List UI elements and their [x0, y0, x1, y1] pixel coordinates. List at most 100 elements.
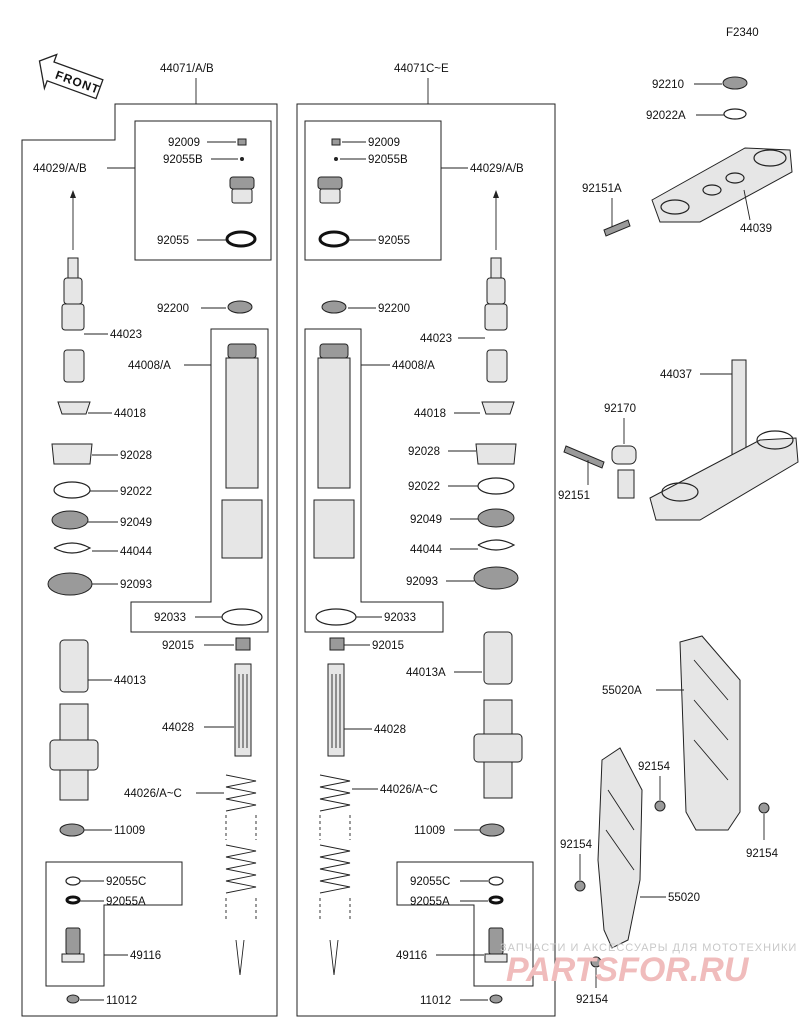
fork-guard-55020 [597, 747, 643, 949]
outer-tube-44013a-right [473, 631, 523, 799]
bolt-92154-1 [654, 800, 666, 812]
label-44037[interactable]: 44037 [660, 369, 692, 381]
label-49116-left[interactable]: 49116 [130, 950, 161, 962]
label-92055-left[interactable]: 92055 [157, 235, 189, 247]
label-92210[interactable]: 92210 [652, 79, 684, 91]
base-valve-49116-right [484, 927, 508, 963]
label-11012-right[interactable]: 11012 [420, 995, 451, 1007]
label-92022-right[interactable]: 92022 [408, 481, 440, 493]
label-92055a-right[interactable]: 92055A [410, 896, 450, 908]
label-44071-ce[interactable]: 44071C~E [394, 63, 449, 75]
label-92200-right[interactable]: 92200 [378, 303, 410, 315]
oil-seal-92049-left [51, 510, 89, 530]
label-11009-left[interactable]: 11009 [114, 825, 145, 837]
label-92015-left[interactable]: 92015 [162, 640, 194, 652]
label-44023-right[interactable]: 44023 [420, 333, 452, 345]
diagram-code: F2340 [726, 27, 759, 39]
label-92028-right[interactable]: 92028 [408, 446, 440, 458]
label-92049-left[interactable]: 92049 [120, 517, 152, 529]
label-92154-3[interactable]: 92154 [560, 839, 593, 851]
label-44023-left[interactable]: 44023 [110, 329, 142, 341]
label-92154-2[interactable]: 92154 [746, 848, 779, 860]
label-44008-right[interactable]: 44008/A [392, 360, 435, 372]
label-92093-right[interactable]: 92093 [406, 576, 438, 588]
left-inner-tube-subgroup [130, 328, 269, 633]
bolt-92151a [603, 219, 631, 237]
damper-rod-right [484, 190, 508, 383]
label-44018-left[interactable]: 44018 [114, 408, 146, 420]
label-44008-left[interactable]: 44008/A [128, 360, 171, 372]
bolt-92151 [563, 445, 605, 469]
label-92033-right[interactable]: 92033 [384, 612, 416, 624]
bushing-92028-left [51, 443, 93, 465]
watermark-brand: PARTSFOR.RU [506, 951, 750, 989]
label-92055-right[interactable]: 92055 [378, 235, 410, 247]
label-11009-right[interactable]: 11009 [414, 825, 445, 837]
label-44029-left[interactable]: 44029/A/B [33, 163, 87, 175]
spring-44026-left [225, 774, 257, 976]
label-92015-right[interactable]: 92015 [372, 640, 404, 652]
label-92151a[interactable]: 92151A [582, 183, 622, 195]
bolt-92154-4 [590, 956, 602, 968]
washer-92022-right [477, 477, 515, 495]
gasket-11012-right [489, 994, 503, 1004]
label-92055b-right[interactable]: 92055B [368, 154, 408, 166]
clamp-92170 [611, 445, 637, 499]
label-92049-right[interactable]: 92049 [410, 514, 442, 526]
label-55020[interactable]: 55020 [668, 892, 700, 904]
label-44028-right[interactable]: 44028 [374, 724, 406, 736]
right-base-valve-subgroup [396, 861, 534, 987]
left-base-valve-subgroup [45, 861, 183, 987]
oring-92055a-right [488, 895, 504, 905]
bolt-92154-3 [574, 880, 586, 892]
label-44044-right[interactable]: 44044 [410, 544, 443, 556]
label-92200-left[interactable]: 92200 [157, 303, 189, 315]
bolt-92154-2 [758, 802, 770, 814]
front-arrow-icon: FRONT [38, 53, 104, 100]
inner-tube-right [313, 343, 355, 559]
label-44044-left[interactable]: 44044 [120, 546, 153, 558]
label-44029-right[interactable]: 44029/A/B [470, 163, 524, 175]
piston-rod-44028-right [327, 663, 345, 757]
label-92154-4[interactable]: 92154 [576, 994, 609, 1006]
label-44026-right[interactable]: 44026/A~C [380, 784, 438, 796]
inner-tube-left [221, 343, 263, 559]
right-fork-assembly-frame [296, 103, 556, 1017]
washer-92022a [723, 108, 747, 120]
bolt-92009-right [331, 138, 341, 146]
label-44028-left[interactable]: 44028 [162, 722, 194, 734]
label-92055c-left[interactable]: 92055C [106, 876, 146, 888]
label-44026-left[interactable]: 44026/A~C [124, 788, 182, 800]
label-92028-left[interactable]: 92028 [120, 450, 152, 462]
label-92055b-left[interactable]: 92055B [163, 154, 203, 166]
bushing-92028-right [475, 443, 517, 465]
upper-triple-clamp-44039 [651, 147, 793, 223]
label-92093-left[interactable]: 92093 [120, 579, 152, 591]
label-92055a-left[interactable]: 92055A [106, 896, 146, 908]
label-92022a[interactable]: 92022A [646, 110, 686, 122]
label-44071-ab[interactable]: 44071/A/B [160, 63, 214, 75]
label-44013a-right[interactable]: 44013A [406, 667, 446, 679]
label-92151[interactable]: 92151 [558, 490, 590, 502]
label-92009-left[interactable]: 92009 [168, 137, 200, 149]
label-92022-left[interactable]: 92022 [120, 486, 152, 498]
fork-guard-55020a [679, 635, 741, 831]
label-92033-left[interactable]: 92033 [154, 612, 186, 624]
snap-ring-44044-left [53, 542, 92, 554]
label-92009-right[interactable]: 92009 [368, 137, 400, 149]
label-49116-right[interactable]: 49116 [396, 950, 427, 962]
label-92154-1[interactable]: 92154 [638, 761, 671, 773]
label-92055c-right[interactable]: 92055C [410, 876, 450, 888]
snap-ring-44044-right [477, 539, 516, 551]
label-11012-left[interactable]: 11012 [106, 995, 137, 1007]
label-44013-left[interactable]: 44013 [114, 675, 146, 687]
label-44039[interactable]: 44039 [740, 223, 772, 235]
dust-seal-92093-right [473, 566, 519, 590]
label-92170[interactable]: 92170 [604, 403, 636, 415]
label-55020a[interactable]: 55020A [602, 685, 642, 697]
label-44018-right[interactable]: 44018 [414, 408, 446, 420]
ring-92033-right [315, 608, 357, 626]
ring-92033-left [221, 608, 263, 626]
washer-11009-right [479, 823, 505, 837]
